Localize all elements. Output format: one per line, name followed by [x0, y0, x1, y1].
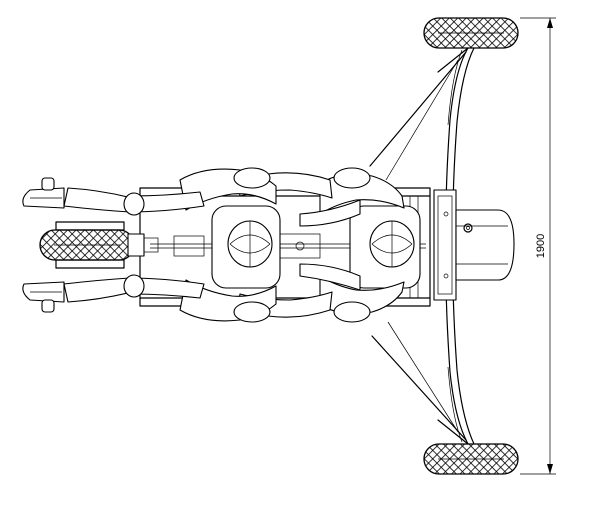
dimension-label: 1900 — [535, 234, 547, 258]
rider-front — [63, 167, 371, 323]
wheel-front — [39, 221, 159, 269]
foot-left — [22, 177, 65, 209]
rear-mount-plate — [433, 189, 515, 301]
wheel-bottom-right — [423, 443, 519, 475]
seat-rear — [349, 205, 421, 289]
foot-right — [22, 281, 65, 313]
dimension-annotation: 1900 — [520, 17, 556, 475]
wheel-top-right — [423, 17, 519, 49]
seat-front — [211, 205, 281, 289]
